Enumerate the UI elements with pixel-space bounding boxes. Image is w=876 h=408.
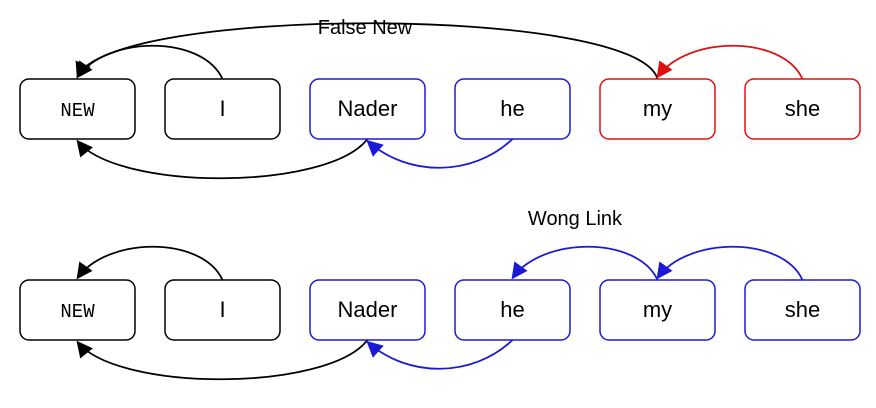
link-arc-nader-to-new [76, 339, 369, 381]
mention-label: NEW [60, 301, 95, 323]
mention-label: Nader [338, 297, 398, 322]
link-arc-i-to-new [76, 44, 224, 80]
mention-box-i: I [164, 78, 281, 140]
mention-box-new: NEW [19, 78, 136, 140]
mention-box-nader: Nader [309, 78, 426, 140]
mention-box-nader: Nader [309, 279, 426, 341]
mention-label: Nader [338, 96, 398, 121]
mention-label: NEW [60, 100, 95, 122]
mention-box-she: she [744, 78, 861, 140]
mention-label: she [785, 96, 820, 121]
link-arc-my-to-new [75, 22, 659, 80]
mention-label: he [500, 297, 524, 322]
panel-caption-wong-link: Wong Link [528, 208, 623, 230]
mention-box-she: she [744, 279, 861, 341]
link-arc-he-to-nader [366, 339, 514, 370]
mention-label: I [219, 297, 225, 322]
link-arc-my-to-he [511, 245, 659, 281]
mention-label: I [219, 96, 225, 121]
link-arc-she-to-my [656, 44, 804, 80]
mention-label: he [500, 96, 524, 121]
mention-box-my: my [599, 279, 716, 341]
mention-box-my: my [599, 78, 716, 140]
mention-label: my [643, 297, 672, 322]
link-arc-i-to-new [76, 245, 224, 281]
link-arc-he-to-nader [366, 138, 514, 169]
mention-box-new: NEW [19, 279, 136, 341]
link-arc-nader-to-new [76, 138, 369, 180]
link-arcs-layer [75, 22, 804, 381]
panel-caption-false-new: False New [318, 17, 413, 39]
mention-label: my [643, 96, 672, 121]
mention-label: she [785, 297, 820, 322]
mention-box-he: he [454, 279, 571, 341]
mention-box-he: he [454, 78, 571, 140]
mention-box-i: I [164, 279, 281, 341]
link-arc-she-to-my [656, 245, 804, 281]
